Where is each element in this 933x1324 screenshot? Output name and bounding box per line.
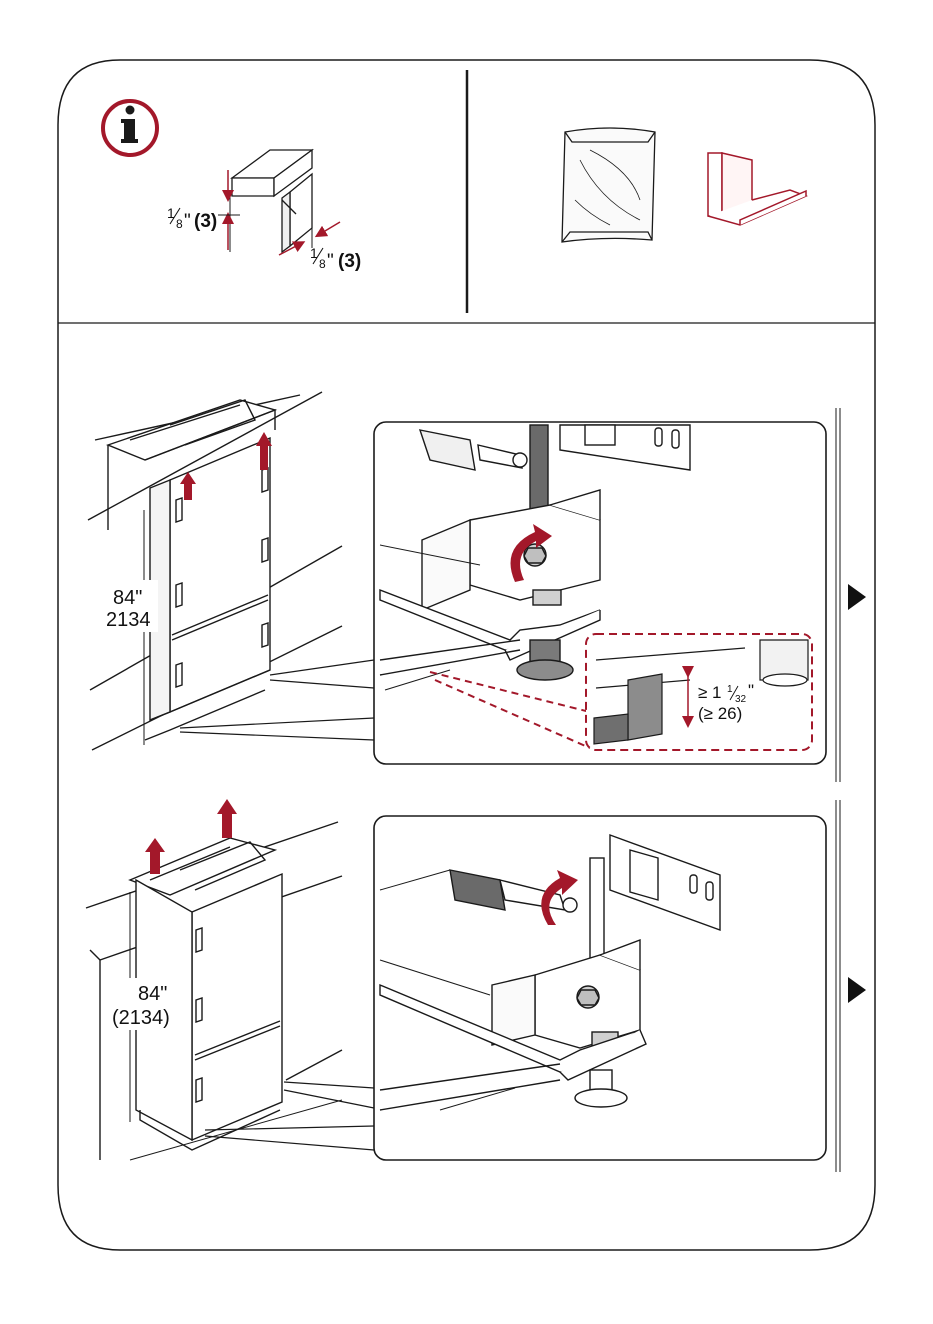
svg-text:": " <box>327 251 334 272</box>
info-icon <box>103 101 157 155</box>
svg-text:(3): (3) <box>194 211 217 232</box>
svg-text:": " <box>748 681 754 700</box>
panel-gap-detail <box>218 150 340 255</box>
svg-text:≥ 1: ≥ 1 <box>698 683 722 702</box>
svg-text:8: 8 <box>176 217 183 231</box>
spacer-bracket-icon <box>708 153 806 225</box>
next-step-arrow-icon <box>848 584 866 610</box>
gap-vertical-label: 1 8 " (3) <box>167 205 217 232</box>
accessory-bag-icon <box>562 128 655 242</box>
svg-text:(≥ 26): (≥ 26) <box>698 704 742 723</box>
svg-text:2134: 2134 <box>106 609 151 631</box>
step1-cabinet-drawing <box>88 392 342 750</box>
step2-side-rail <box>836 800 840 1172</box>
step2-height-label: 84" (2134) <box>110 978 190 1030</box>
step1-height-label: 84" 2134 <box>106 580 158 632</box>
svg-text:(3): (3) <box>338 251 361 272</box>
svg-text:8: 8 <box>319 257 326 271</box>
svg-text:": " <box>184 211 191 232</box>
gap-horizontal-label: 1 8 " (3) <box>310 245 361 272</box>
svg-text:84": 84" <box>138 983 167 1005</box>
svg-text:1: 1 <box>727 684 733 695</box>
next-step-arrow-icon <box>848 977 866 1003</box>
step1-side-rail <box>836 408 840 782</box>
svg-text:84": 84" <box>113 587 142 609</box>
svg-text:(2134): (2134) <box>112 1007 170 1029</box>
lift-arrow-icon <box>217 799 237 838</box>
